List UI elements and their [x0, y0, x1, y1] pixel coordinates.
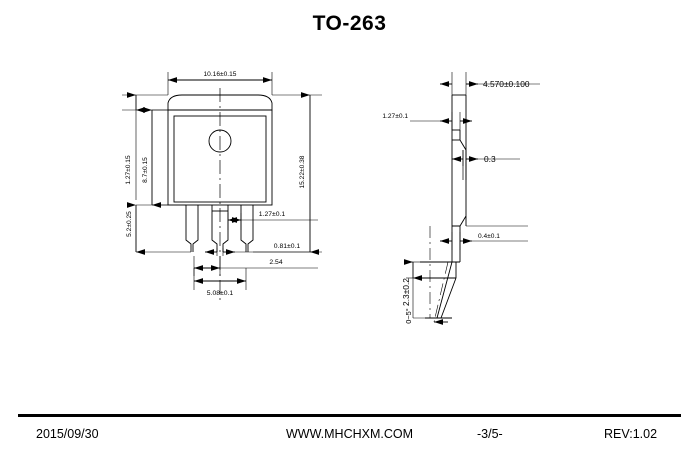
label-lead-width-major: 1.27±0.1: [259, 211, 286, 218]
drawing-area: 10.16±0.15 1.27±0.15 8.7±0.15 5.2±0.25 1…: [122, 71, 540, 325]
dim-lead-pitch: [193, 256, 318, 276]
dim-body-width: [167, 72, 273, 95]
label-lead-angle: 0~5°: [404, 308, 413, 324]
dim-lead-width-major: [227, 213, 318, 230]
front-view-leads: [185, 205, 254, 252]
label-lead-length: 5.2±0.25: [126, 211, 133, 237]
dim-body-depth: [440, 72, 540, 95]
label-total-height: 15.22±0.38: [299, 155, 306, 188]
page-title: TO-263: [312, 12, 387, 35]
label-tab-height: 1.27±0.15: [125, 155, 132, 185]
label-body-depth: 4.570±0.100: [483, 79, 530, 89]
label-lead-width-minor: 0.81±0.1: [274, 243, 301, 250]
label-standoff: 2.3±0.2: [401, 278, 411, 306]
dim-step: [452, 150, 520, 166]
label-body-height: 8.7±0.15: [142, 157, 149, 183]
dim-body-height: [143, 107, 168, 208]
footer-page-number: -3/5-: [477, 427, 503, 441]
footer-url: WWW.MHCHXM.COM: [285, 427, 414, 441]
label-tab-thickness: 1.27±0.1: [382, 113, 408, 120]
dim-lead-thickness: [440, 225, 528, 250]
side-view-outline: [420, 94, 467, 323]
dim-lead-span: [193, 268, 247, 290]
front-view-outline: [167, 88, 273, 300]
dim-standoff: [404, 259, 422, 318]
footer-divider: [18, 414, 681, 417]
label-lead-pitch: 2.54: [269, 259, 282, 266]
label-lead-span: 5.08±0.1: [207, 290, 234, 297]
dim-tab-thickness: [410, 112, 472, 130]
page-footer: 2015/09/30 WWW.MHCHXM.COM -3/5- REV:1.02: [0, 424, 699, 450]
footer-date: 2015/09/30: [36, 427, 99, 441]
dim-lead-length: [127, 202, 191, 255]
label-step: 0.3: [484, 154, 496, 164]
label-body-width: 10.16±0.15: [204, 71, 237, 78]
dim-lead-angle: [413, 317, 448, 325]
dim-total-height: [253, 92, 322, 255]
label-lead-thickness: 0.4±0.1: [478, 233, 500, 240]
mechanical-drawing-svg: 10.16±0.15 1.27±0.15 8.7±0.15 5.2±0.25 1…: [122, 71, 540, 325]
footer-revision: REV:1.02: [604, 427, 658, 441]
dim-lead-width-minor: [205, 248, 318, 256]
